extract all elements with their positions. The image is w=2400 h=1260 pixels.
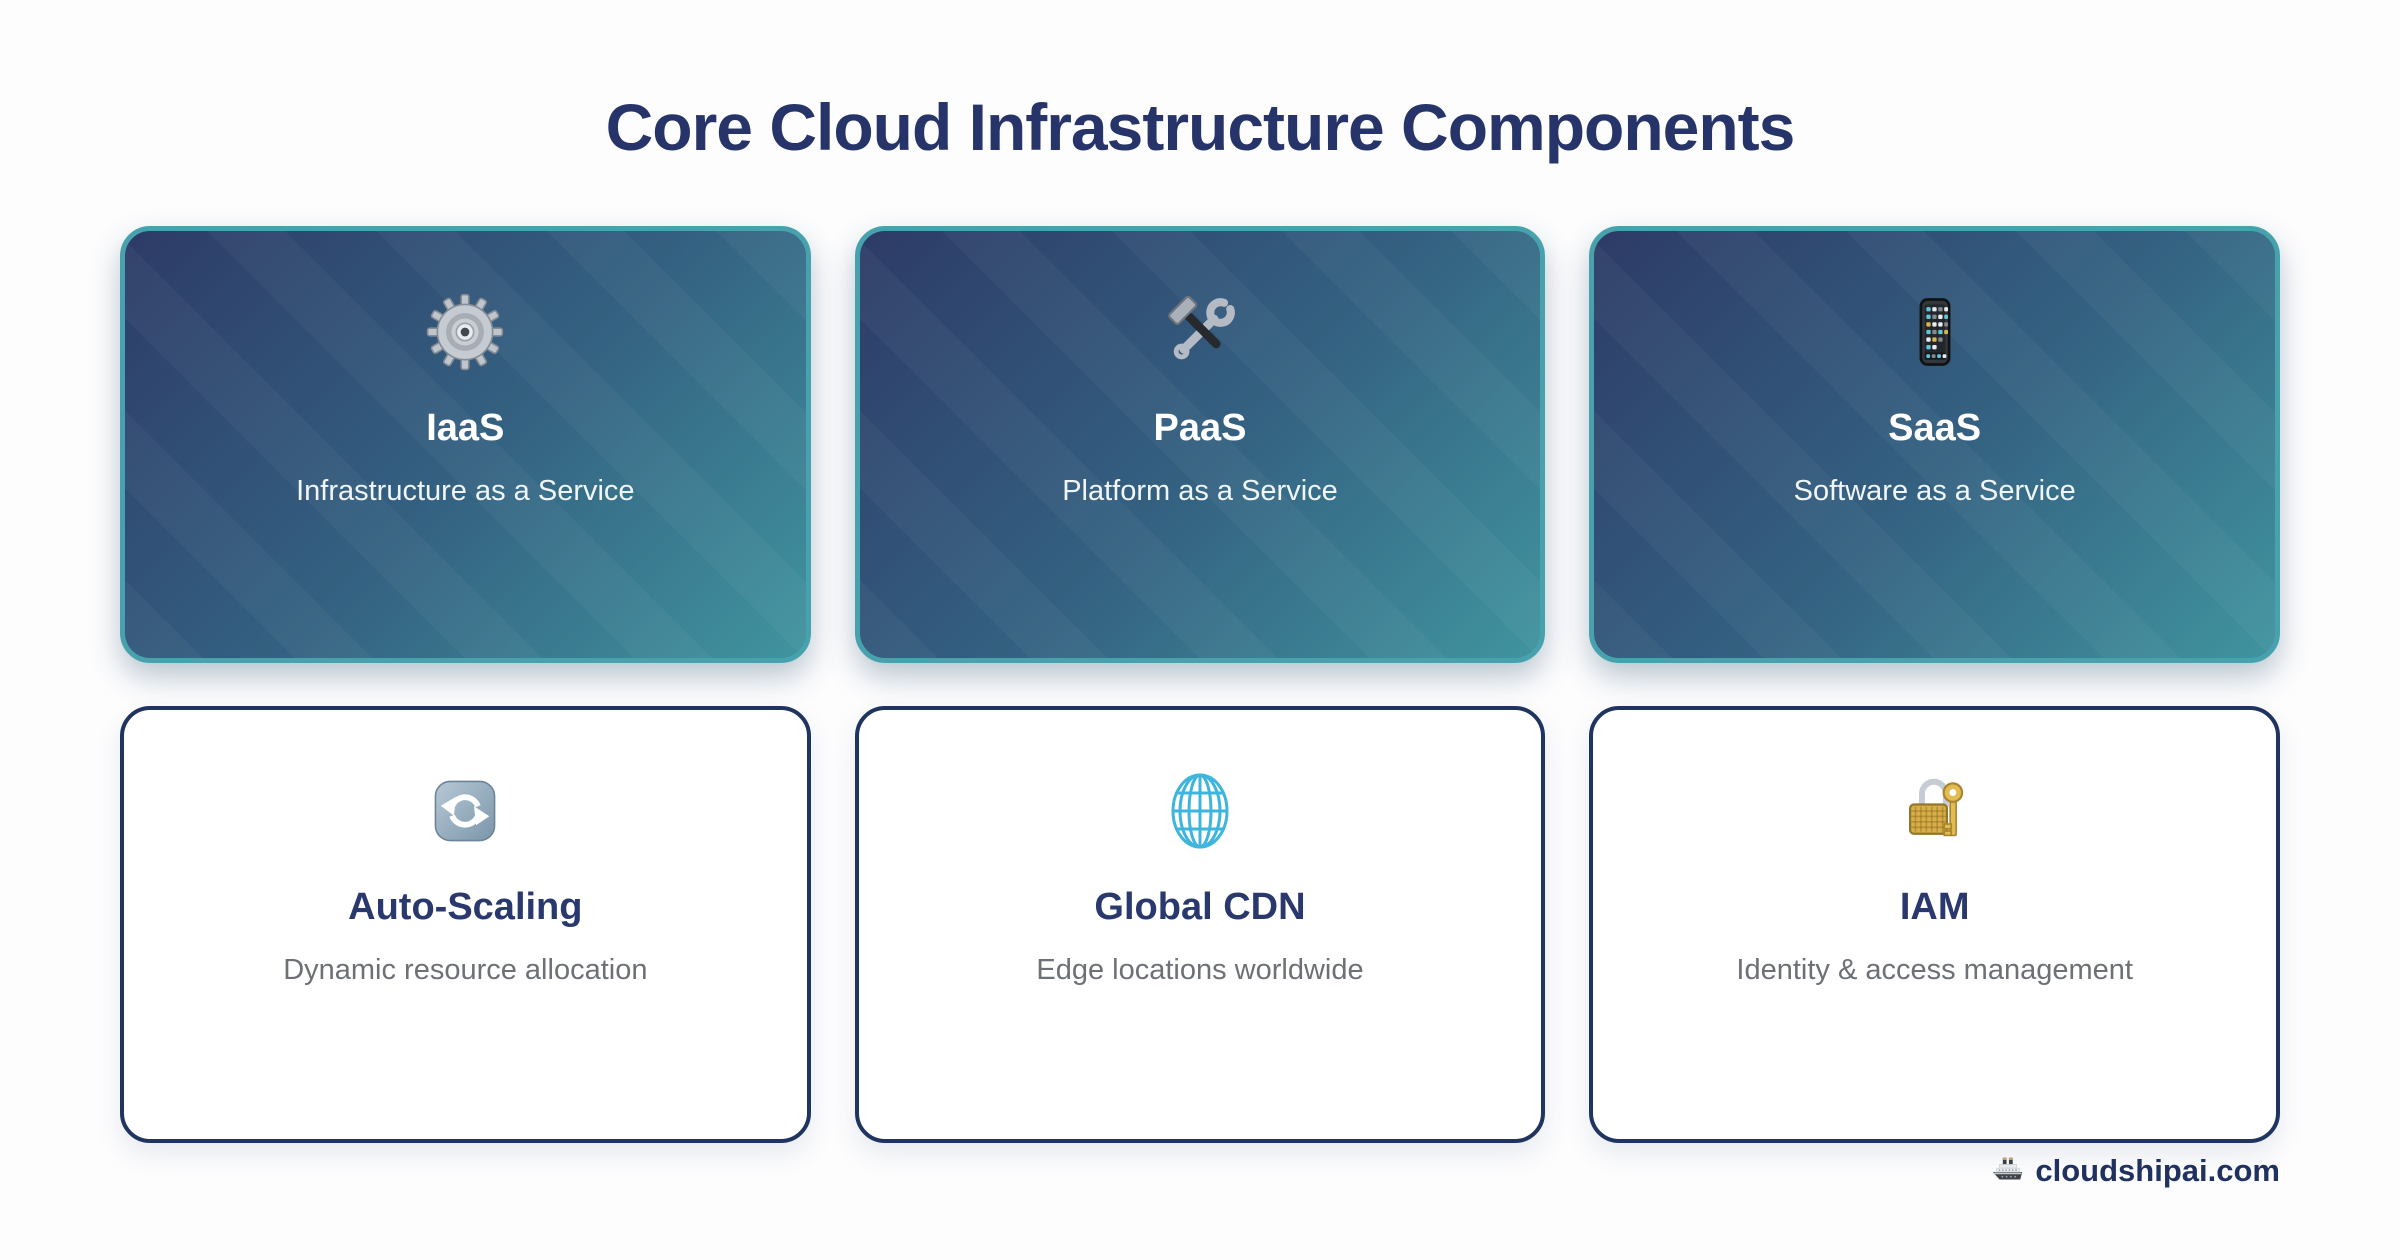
footer-domain-text: cloudshipai.com [2035, 1153, 2280, 1188]
lock-key-icon [1593, 768, 2276, 854]
card-title: IaaS [426, 407, 505, 449]
card-subtitle: Platform as a Service [1062, 475, 1338, 507]
mobile-phone-icon [1594, 289, 2275, 375]
card-subtitle: Infrastructure as a Service [296, 475, 635, 507]
card-title: IAM [1899, 886, 1970, 928]
card-iaas: IaaS Infrastructure as a Service [120, 226, 811, 663]
card-subtitle: Software as a Service [1793, 475, 2076, 507]
card-subtitle: Dynamic resource allocation [283, 954, 648, 986]
page-title: Core Cloud Infrastructure Components [605, 90, 1796, 164]
card-subtitle: Identity & access management [1736, 954, 2133, 986]
card-paas: PaaS Platform as a Service [854, 226, 1546, 663]
hammer-wrench-icon [860, 289, 1541, 375]
card-title: SaaS [1888, 407, 1982, 449]
cards-grid: IaaS Infrastructure as a Service PaaS Pl… [120, 226, 2280, 1143]
counterclockwise-arrows-icon [124, 768, 807, 854]
card-iam: IAM Identity & access management [1589, 706, 2280, 1143]
ship-icon [1991, 1154, 2025, 1188]
gear-icon [125, 289, 806, 375]
card-global-cdn: Global CDN Edge locations worldwide [854, 706, 1546, 1143]
card-title: PaaS [1153, 407, 1247, 449]
card-saas: SaaS Software as a Service [1589, 226, 2280, 663]
card-subtitle: Edge locations worldwide [1036, 954, 1364, 986]
card-auto-scaling: Auto-Scaling Dynamic resource allocation [120, 706, 811, 1143]
card-title: Auto-Scaling [348, 886, 583, 928]
card-title: Global CDN [1094, 886, 1306, 928]
globe-icon [859, 768, 1542, 854]
footer-branding: cloudshipai.com [120, 1153, 2280, 1189]
